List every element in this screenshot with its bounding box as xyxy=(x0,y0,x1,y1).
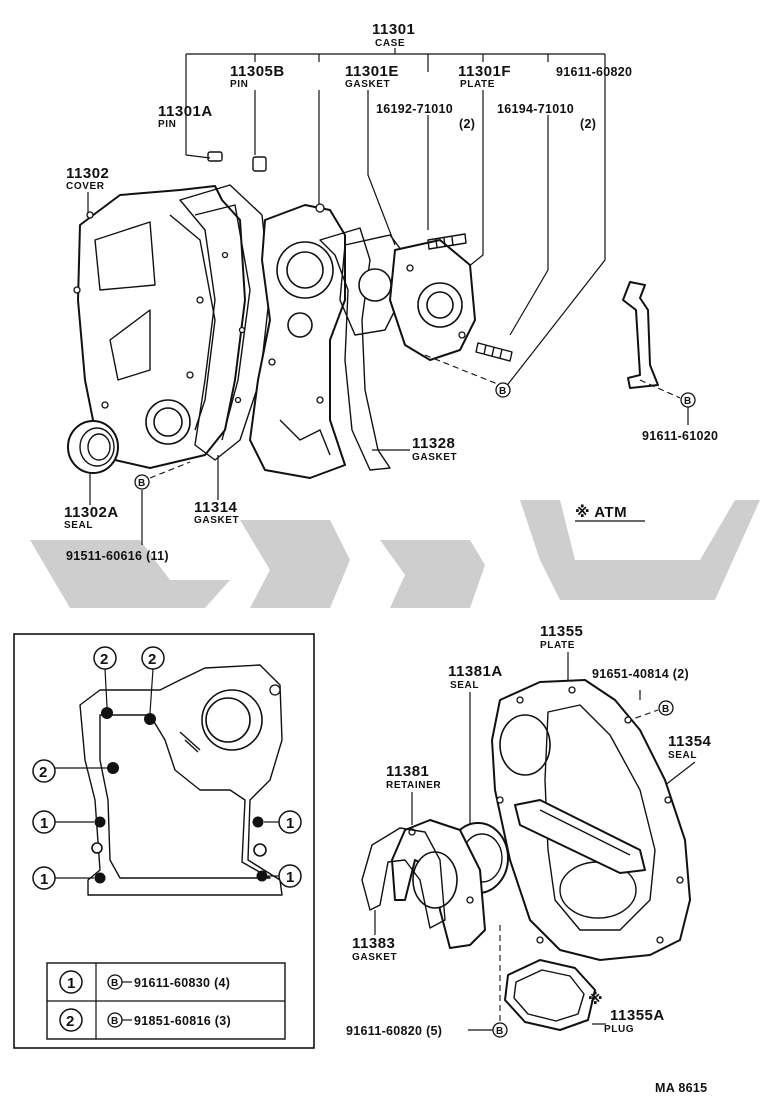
gasket-e-name: GASKET xyxy=(345,79,390,90)
gasket-11328-number: 11328 xyxy=(412,435,455,452)
svg-text:B: B xyxy=(662,704,670,715)
atm-note: ※ ATM xyxy=(575,503,627,521)
callout-1-b: 1 xyxy=(264,810,302,834)
callout-2-c: 2 xyxy=(32,759,107,783)
pin-a xyxy=(207,151,223,162)
stud-a xyxy=(427,233,467,250)
svg-text:2: 2 xyxy=(148,651,157,668)
callout-2-b: 2 xyxy=(141,646,165,714)
circle-b-bracket xyxy=(680,392,696,408)
pin-a-name: PIN xyxy=(158,119,176,130)
bolt-legend-table: 1 2 B B 91611-60830 (4) 91851-60816 (3) xyxy=(46,962,286,1040)
bolt-bracket-label: 91611-61020 xyxy=(642,429,718,443)
stud-a-qty: (2) xyxy=(459,117,475,131)
gasket-11383-name: GASKET xyxy=(352,952,397,963)
timing-cover xyxy=(73,185,246,469)
svg-text:B: B xyxy=(684,396,692,407)
svg-text:2: 2 xyxy=(39,764,48,781)
gasket-11383-number: 11383 xyxy=(352,935,395,952)
seal-a-number: 11302A xyxy=(64,504,119,521)
svg-text:B: B xyxy=(499,386,507,397)
callout-2-a: 2 xyxy=(93,646,117,708)
pin-b xyxy=(252,156,267,172)
bolt-plate-label: 91651-40814 (2) xyxy=(592,667,689,681)
case-label: 11301 CASE xyxy=(185,21,606,155)
legend-row1-bolt: 91611-60830 (4) xyxy=(134,976,230,990)
retainer-number: 11381 xyxy=(386,763,429,780)
plate-f-number: 11301F xyxy=(458,63,511,80)
seal-11354-name: SEAL xyxy=(668,750,697,761)
plug-note: ※ xyxy=(588,990,603,1008)
seal-11381a-name: SEAL xyxy=(450,680,479,691)
timing-case xyxy=(249,203,346,479)
circle-b-bolt-plate xyxy=(658,700,674,716)
watermark-logo xyxy=(30,500,760,608)
seal-11354-number: 11354 xyxy=(668,733,712,750)
svg-text:B: B xyxy=(111,978,119,989)
cover-gasket xyxy=(179,184,271,461)
svg-text:2: 2 xyxy=(100,651,109,668)
svg-text:CASE: CASE xyxy=(375,38,405,49)
plug-name: PLUG xyxy=(604,1024,634,1035)
callout-1-c: 1 xyxy=(32,866,94,890)
stud-a-number: 16192-71010 xyxy=(376,102,453,116)
bolt-top-right: 91611-60820 xyxy=(556,65,632,79)
plug xyxy=(504,959,596,1031)
stud-b xyxy=(475,342,513,362)
bolt-retainer-label: 91611-60820 (5) xyxy=(346,1024,442,1038)
crank-seal xyxy=(67,420,119,474)
pin-a-number: 11301A xyxy=(158,103,213,120)
plate-f-name: PLATE xyxy=(460,79,495,90)
svg-text:1: 1 xyxy=(286,815,295,832)
legend-row2-bolt: 91851-60816 (3) xyxy=(134,1014,231,1028)
seal-11381a-number: 11381A xyxy=(448,663,503,680)
svg-text:B: B xyxy=(138,478,146,489)
svg-text:11301: 11301 xyxy=(372,21,415,38)
plate-11301f xyxy=(389,239,476,361)
cover-number: 11302 xyxy=(66,165,109,182)
stud-b-qty: (2) xyxy=(580,117,596,131)
svg-text:1: 1 xyxy=(67,975,76,992)
svg-text:1: 1 xyxy=(286,869,295,886)
bracket xyxy=(622,281,659,389)
gasket-11314-name: GASKET xyxy=(194,515,239,526)
diagram-code: MA 8615 xyxy=(655,1081,707,1095)
engine-end-plate xyxy=(491,679,691,961)
pin-b-number: 11305B xyxy=(230,63,285,80)
gasket-e-number: 11301E xyxy=(345,63,399,80)
gasket-11314-number: 11314 xyxy=(194,499,238,516)
callout-1-a: 1 xyxy=(32,810,94,834)
svg-text:2: 2 xyxy=(66,1013,75,1030)
svg-text:B: B xyxy=(496,1026,504,1037)
gasket-11328-name: GASKET xyxy=(412,452,457,463)
cover-name: COVER xyxy=(66,181,105,192)
stud-b-number: 16194-71010 xyxy=(497,102,574,116)
retainer-name: RETAINER xyxy=(386,780,441,791)
plug-number: 11355A xyxy=(610,1007,665,1024)
plate-11355-name: PLATE xyxy=(540,640,575,651)
plate-11355-number: 11355 xyxy=(540,623,583,640)
case-gasket xyxy=(319,227,391,471)
inset-box xyxy=(13,633,315,1049)
seal-a-name: SEAL xyxy=(64,520,93,531)
svg-text:1: 1 xyxy=(40,871,49,888)
svg-text:B: B xyxy=(111,1016,119,1027)
circle-b-plate xyxy=(495,382,511,398)
pin-b-name: PIN xyxy=(230,79,248,90)
callout-1-d: 1 xyxy=(268,864,302,888)
svg-text:1: 1 xyxy=(40,815,49,832)
retainer-gasket xyxy=(361,827,446,929)
seal-strip xyxy=(514,799,646,874)
bolt-cover-label: 91511-60616 (11) xyxy=(66,549,169,563)
circle-b-cover xyxy=(134,474,150,490)
